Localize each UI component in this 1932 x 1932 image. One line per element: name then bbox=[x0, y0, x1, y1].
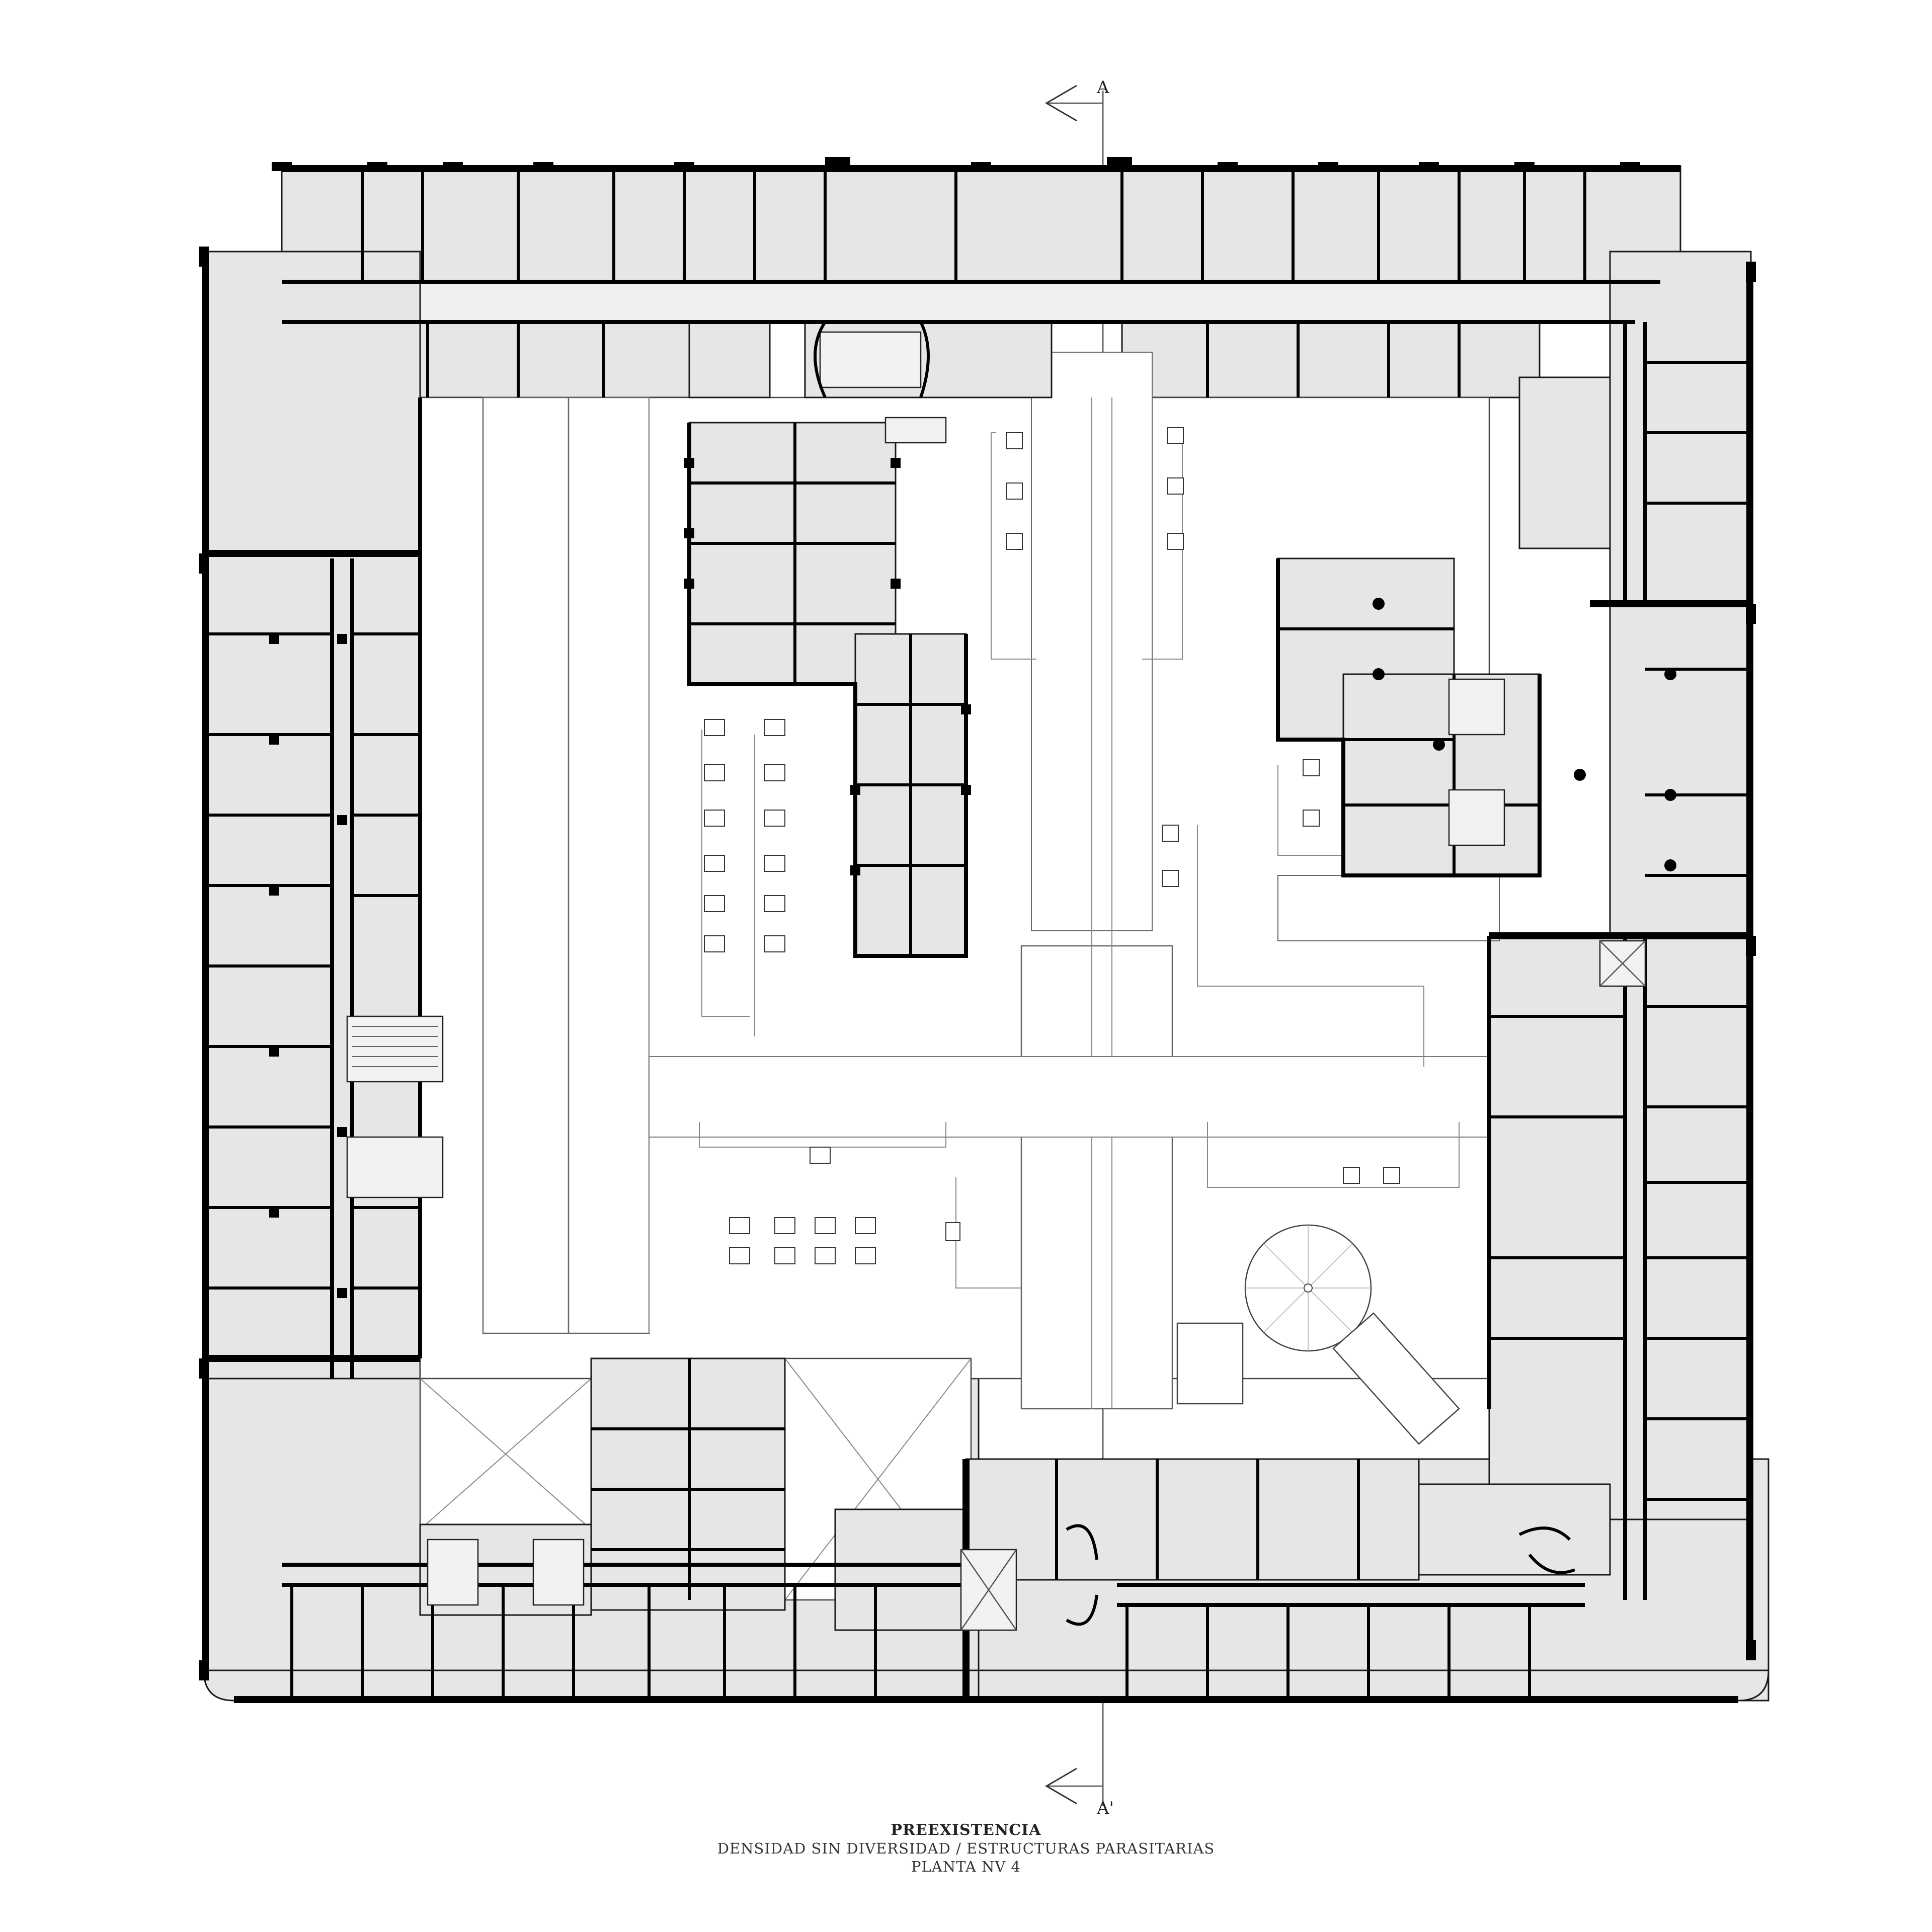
stairs bbox=[346, 331, 1646, 1631]
room-dividers bbox=[205, 169, 1750, 1700]
caption-level: PLANTA NV 4 bbox=[911, 1858, 1021, 1875]
pillars bbox=[269, 458, 1676, 1298]
caption-title: PREEXISTENCIA bbox=[891, 1821, 1041, 1839]
section-mark-top: A bbox=[1096, 77, 1109, 98]
caption: PREEXISTENCIA DENSIDAD SIN DIVERSIDAD / … bbox=[0, 1821, 1932, 1876]
caption-subtitle: DENSIDAD SIN DIVERSIDAD / ESTRUCTURAS PA… bbox=[717, 1840, 1215, 1857]
fixtures bbox=[704, 427, 1400, 1264]
section-mark-bottom: A' bbox=[1096, 1798, 1114, 1818]
curved-walls bbox=[814, 321, 1576, 1626]
courtyard bbox=[419, 352, 1500, 1601]
facade-ornaments bbox=[199, 157, 1756, 1680]
